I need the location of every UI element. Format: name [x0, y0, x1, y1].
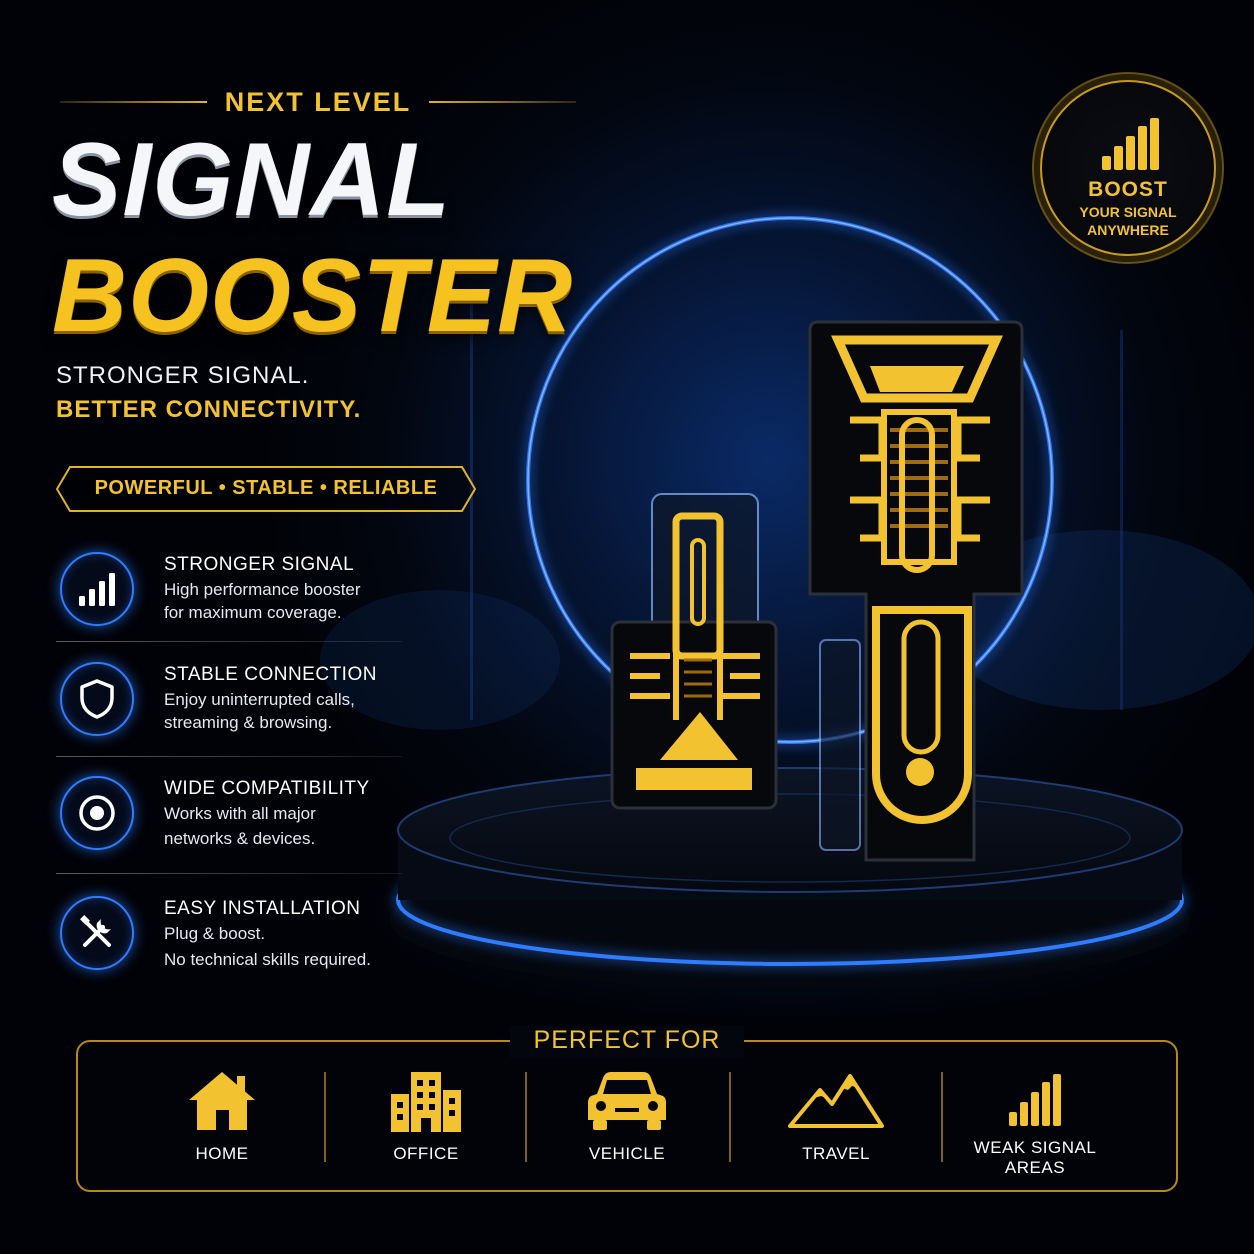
feature-title: EASY INSTALLATION — [164, 898, 361, 919]
small-booster-device — [610, 493, 778, 810]
tagline-1: STRONGER SIGNAL. — [56, 362, 310, 389]
use-case-vehicle: VEHICLE — [527, 1070, 727, 1180]
badge-line-3: ANYWHERE — [1087, 222, 1169, 238]
title-line-2: BOOSTER — [52, 238, 574, 354]
use-case-label: TRAVEL — [802, 1144, 870, 1163]
feature-desc-line-1: Works with all major — [164, 804, 316, 823]
use-case-office: OFFICE — [326, 1070, 526, 1180]
feature-wide-compatibility: WIDE COMPATIBILITY Works with all major … — [56, 776, 406, 886]
feature-easy-installation: EASY INSTALLATION Plug & boost. No techn… — [56, 896, 406, 1006]
features-pill: POWERFUL • STABLE • RELIABLE — [56, 466, 476, 512]
use-case-label: HOME — [195, 1144, 249, 1163]
feature-desc-line-1: Enjoy uninterrupted calls, — [164, 690, 355, 709]
use-case-separator — [941, 1072, 943, 1162]
use-case-weak-signal-areas: WEAK SIGNAL AREAS — [935, 1070, 1135, 1180]
use-case-label-line-1: WEAK SIGNAL — [973, 1138, 1097, 1157]
feature-divider — [56, 873, 402, 874]
feature-stable-connection: STABLE CONNECTION Enjoy uninterrupted ca… — [56, 662, 406, 772]
signal-bars-icon — [60, 552, 134, 626]
feature-desc-line-2: for maximum coverage. — [164, 603, 342, 622]
eyebrow-row: NEXT LEVEL — [60, 86, 576, 118]
feature-desc-line-1: High performance booster — [164, 580, 361, 599]
feature-desc-line-2: streaming & browsing. — [164, 713, 333, 732]
tools-icon — [60, 896, 134, 970]
house-icon — [189, 1072, 255, 1130]
boost-badge: BOOST YOUR SIGNAL ANYWHERE — [1040, 80, 1216, 256]
use-case-label: OFFICE — [393, 1144, 459, 1163]
pill-outline — [56, 466, 476, 512]
eyebrow-line-left — [60, 101, 207, 103]
use-case-travel: TRAVEL — [736, 1070, 936, 1180]
large-booster-device — [808, 320, 1024, 862]
badge-line-1: BOOST — [1088, 178, 1168, 201]
signal-bars-icon — [1102, 118, 1159, 170]
feature-divider — [56, 756, 402, 757]
use-case-home: HOME — [122, 1070, 322, 1180]
podium — [390, 767, 1190, 990]
office-building-icon — [391, 1072, 461, 1132]
feature-title: STRONGER SIGNAL — [164, 554, 355, 575]
feature-stronger-signal: STRONGER SIGNAL High performance booster… — [56, 552, 406, 662]
mountains-icon — [788, 1074, 884, 1128]
eyebrow-text: NEXT LEVEL — [224, 86, 412, 117]
use-case-separator — [324, 1072, 326, 1162]
car-icon — [588, 1072, 666, 1130]
title-line-1: SIGNAL — [52, 122, 451, 238]
shield-icon — [60, 662, 134, 736]
eyebrow-line-right — [429, 101, 576, 103]
target-icon — [60, 776, 134, 850]
use-case-label: VEHICLE — [588, 1144, 666, 1163]
feature-title: STABLE CONNECTION — [164, 664, 377, 685]
feature-desc-line-2: networks & devices. — [164, 829, 316, 848]
feature-title: WIDE COMPATIBILITY — [164, 778, 370, 799]
use-case-label-line-2: AREAS — [1004, 1158, 1066, 1177]
use-case-separator — [525, 1072, 527, 1162]
feature-desc-line-2: No technical skills required. — [164, 950, 371, 969]
feature-divider — [56, 641, 402, 642]
signal-bars-icon — [1009, 1074, 1061, 1126]
perfect-for-title: PERFECT FOR — [510, 1026, 744, 1058]
tagline-2: BETTER CONNECTIVITY. — [56, 396, 362, 423]
badge-line-2: YOUR SIGNAL — [1079, 204, 1177, 220]
use-case-separator — [729, 1072, 731, 1162]
pill-text: POWERFUL • STABLE • RELIABLE — [94, 477, 438, 499]
feature-desc-line-1: Plug & boost. — [164, 924, 266, 943]
